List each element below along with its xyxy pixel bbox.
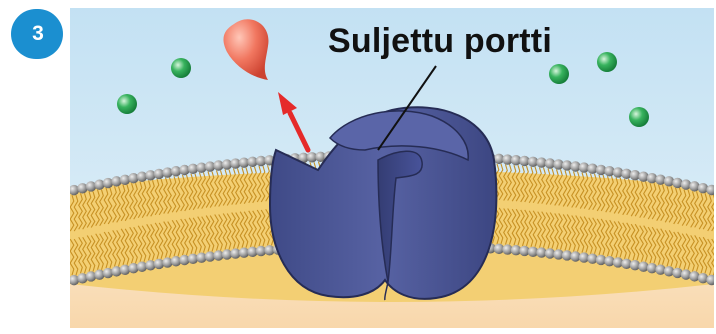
step-badge: 3 (11, 9, 65, 59)
ion (171, 58, 191, 78)
step-number: 3 (11, 9, 65, 59)
ion (629, 107, 649, 127)
ion (117, 94, 137, 114)
callout-label: Suljettu portti (328, 22, 552, 61)
ion (549, 64, 569, 84)
ion (597, 52, 617, 72)
